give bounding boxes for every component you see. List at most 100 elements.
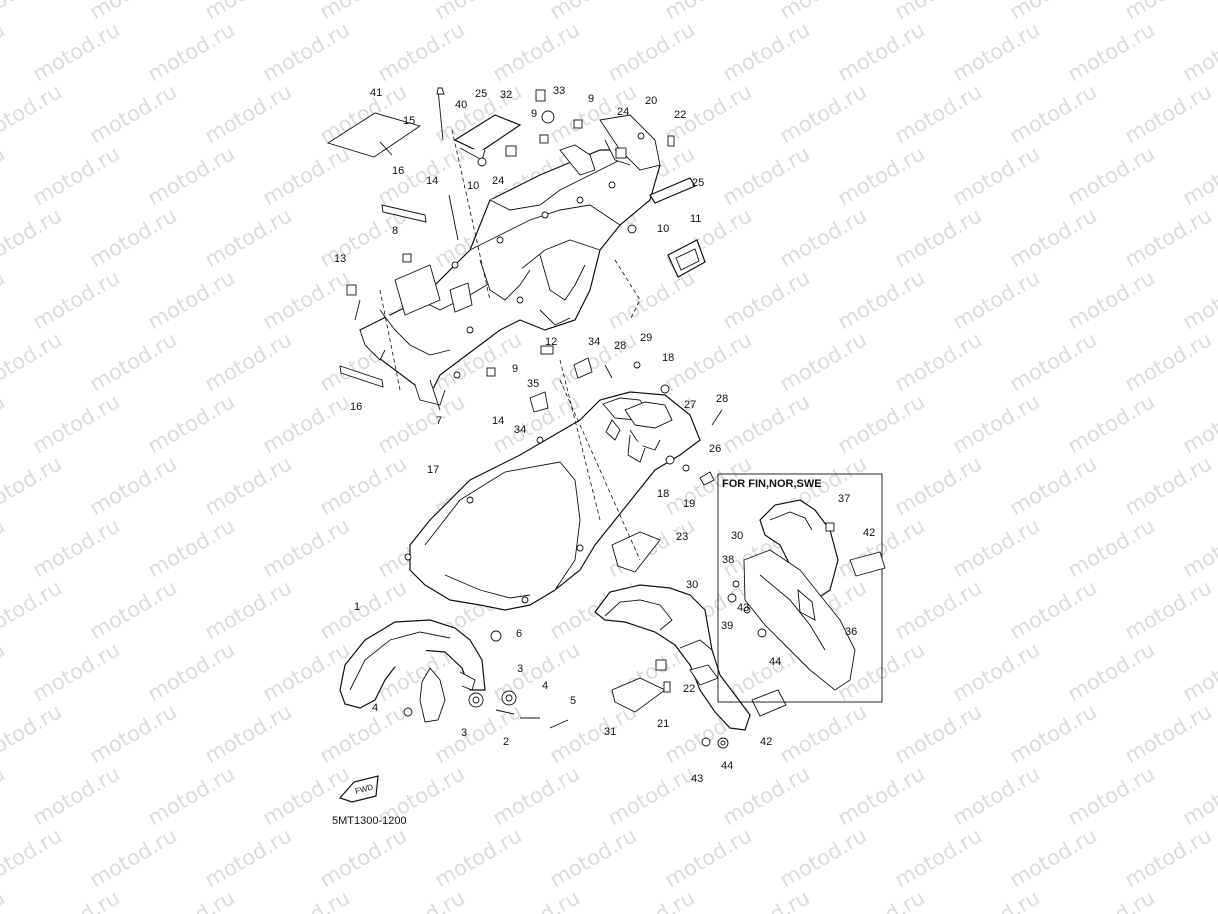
- callout-number: 31: [604, 726, 616, 738]
- watermark-text: motod.ru: [1121, 575, 1216, 644]
- watermark-text: motod.ru: [546, 0, 641, 24]
- callout-number: 6: [516, 628, 522, 640]
- watermark-text: motod.ru: [201, 699, 296, 768]
- watermark-text: motod.ru: [1121, 327, 1216, 396]
- watermark-text: motod.ru: [891, 699, 986, 768]
- watermark-text: motod.ru: [0, 451, 66, 520]
- callout-number: 24: [617, 106, 629, 118]
- watermark-text: motod.ru: [1006, 451, 1101, 520]
- callout-number: 25: [475, 88, 487, 100]
- inset-box: FOR FIN,NOR,SWE: [717, 473, 886, 703]
- callout-number: 29: [640, 332, 652, 344]
- watermark-text: motod.ru: [719, 141, 814, 210]
- watermark-text: motod.ru: [316, 823, 411, 892]
- callout-number: 22: [674, 109, 686, 121]
- callout-number: 7: [436, 415, 442, 427]
- watermark-text: motod.ru: [1179, 389, 1218, 458]
- watermark-text: motod.ru: [0, 823, 66, 892]
- callout-number: 10: [467, 180, 479, 192]
- callout-number: 35: [527, 378, 539, 390]
- watermark-text: motod.ru: [1121, 823, 1216, 892]
- callout-number: 16: [350, 401, 362, 413]
- seat-damper: [453, 114, 522, 153]
- watermark-text: motod.ru: [316, 451, 411, 520]
- callout-number: 10: [657, 223, 669, 235]
- upper-frame-assembly: [326, 87, 706, 406]
- callout-number: 2: [503, 736, 509, 748]
- watermark-text: motod.ru: [949, 637, 1044, 706]
- watermark-text: motod.ru: [891, 79, 986, 148]
- watermark-text: motod.ru: [834, 141, 929, 210]
- watermark-text: motod.ru: [489, 761, 584, 830]
- watermark-text: motod.ru: [144, 885, 239, 914]
- drawing-code: 5MT1300-1200: [332, 815, 407, 827]
- watermark-text: motod.ru: [86, 203, 181, 272]
- callout-number: 43: [691, 773, 703, 785]
- reflector: [751, 689, 787, 717]
- callout-number: 17: [427, 464, 439, 476]
- callout-number: 34: [514, 424, 526, 436]
- watermark-text: motod.ru: [0, 17, 9, 86]
- watermark-text: motod.ru: [604, 17, 699, 86]
- watermark-text: motod.ru: [891, 203, 986, 272]
- watermark-text: motod.ru: [259, 885, 354, 914]
- callout-number: 15: [403, 115, 415, 127]
- watermark-text: motod.ru: [201, 575, 296, 644]
- leader-lines: [354, 129, 641, 561]
- callout-number: 24: [492, 175, 504, 187]
- watermark-text: motod.ru: [949, 265, 1044, 334]
- watermark-text: motod.ru: [1179, 885, 1218, 914]
- watermark-text: motod.ru: [0, 885, 9, 914]
- callout-number: 25: [692, 177, 704, 189]
- watermark-text: motod.ru: [776, 823, 871, 892]
- callout-number: 12: [545, 336, 557, 348]
- watermark-text: motod.ru: [0, 637, 9, 706]
- watermark-text: motod.ru: [29, 761, 124, 830]
- watermark-text: motod.ru: [259, 637, 354, 706]
- watermark-text: motod.ru: [1064, 265, 1159, 334]
- watermark-text: motod.ru: [891, 823, 986, 892]
- callout-number: 9: [512, 363, 518, 375]
- watermark-text: motod.ru: [776, 203, 871, 272]
- rubber-band: [649, 177, 696, 204]
- watermark-text: motod.ru: [259, 141, 354, 210]
- watermark-text: motod.ru: [1006, 203, 1101, 272]
- watermark-text: motod.ru: [201, 451, 296, 520]
- watermark-text: motod.ru: [1064, 637, 1159, 706]
- callout-number: 18: [657, 488, 669, 500]
- watermark-text: motod.ru: [546, 699, 641, 768]
- watermark-text: motod.ru: [0, 0, 66, 24]
- callout-number: 37: [838, 493, 850, 505]
- watermark-text: motod.ru: [834, 265, 929, 334]
- watermark-text: motod.ru: [546, 823, 641, 892]
- watermark-text: motod.ru: [431, 699, 526, 768]
- watermark-text: motod.ru: [661, 327, 756, 396]
- watermark-text: motod.ru: [604, 761, 699, 830]
- callout-number: 30: [686, 579, 698, 591]
- watermark-text: motod.ru: [86, 575, 181, 644]
- watermark-text: motod.ru: [29, 17, 124, 86]
- watermark-text: motod.ru: [201, 823, 296, 892]
- watermark-text: motod.ru: [949, 513, 1044, 582]
- callout-number: 13: [334, 253, 346, 265]
- watermark-text: motod.ru: [891, 0, 986, 24]
- watermark-text: motod.ru: [374, 17, 469, 86]
- watermark-text: motod.ru: [719, 265, 814, 334]
- watermark-text: motod.ru: [834, 17, 929, 86]
- watermark-text: motod.ru: [1179, 141, 1218, 210]
- watermark-text: motod.ru: [1064, 513, 1159, 582]
- callout-number: 40: [455, 99, 467, 111]
- bracket-plate: [611, 531, 661, 573]
- watermark-text: motod.ru: [834, 513, 929, 582]
- watermark-text: motod.ru: [374, 141, 469, 210]
- callout-number: 41: [370, 87, 382, 99]
- watermark-text: motod.ru: [719, 389, 814, 458]
- callout-number: 44: [769, 656, 781, 668]
- callout-number: 11: [690, 213, 701, 225]
- watermark-text: motod.ru: [1064, 885, 1159, 914]
- watermark-text: motod.ru: [144, 761, 239, 830]
- callout-number: 19: [683, 498, 695, 510]
- watermark-text: motod.ru: [259, 265, 354, 334]
- watermark-text: motod.ru: [0, 513, 9, 582]
- watermark-text: motod.ru: [1121, 451, 1216, 520]
